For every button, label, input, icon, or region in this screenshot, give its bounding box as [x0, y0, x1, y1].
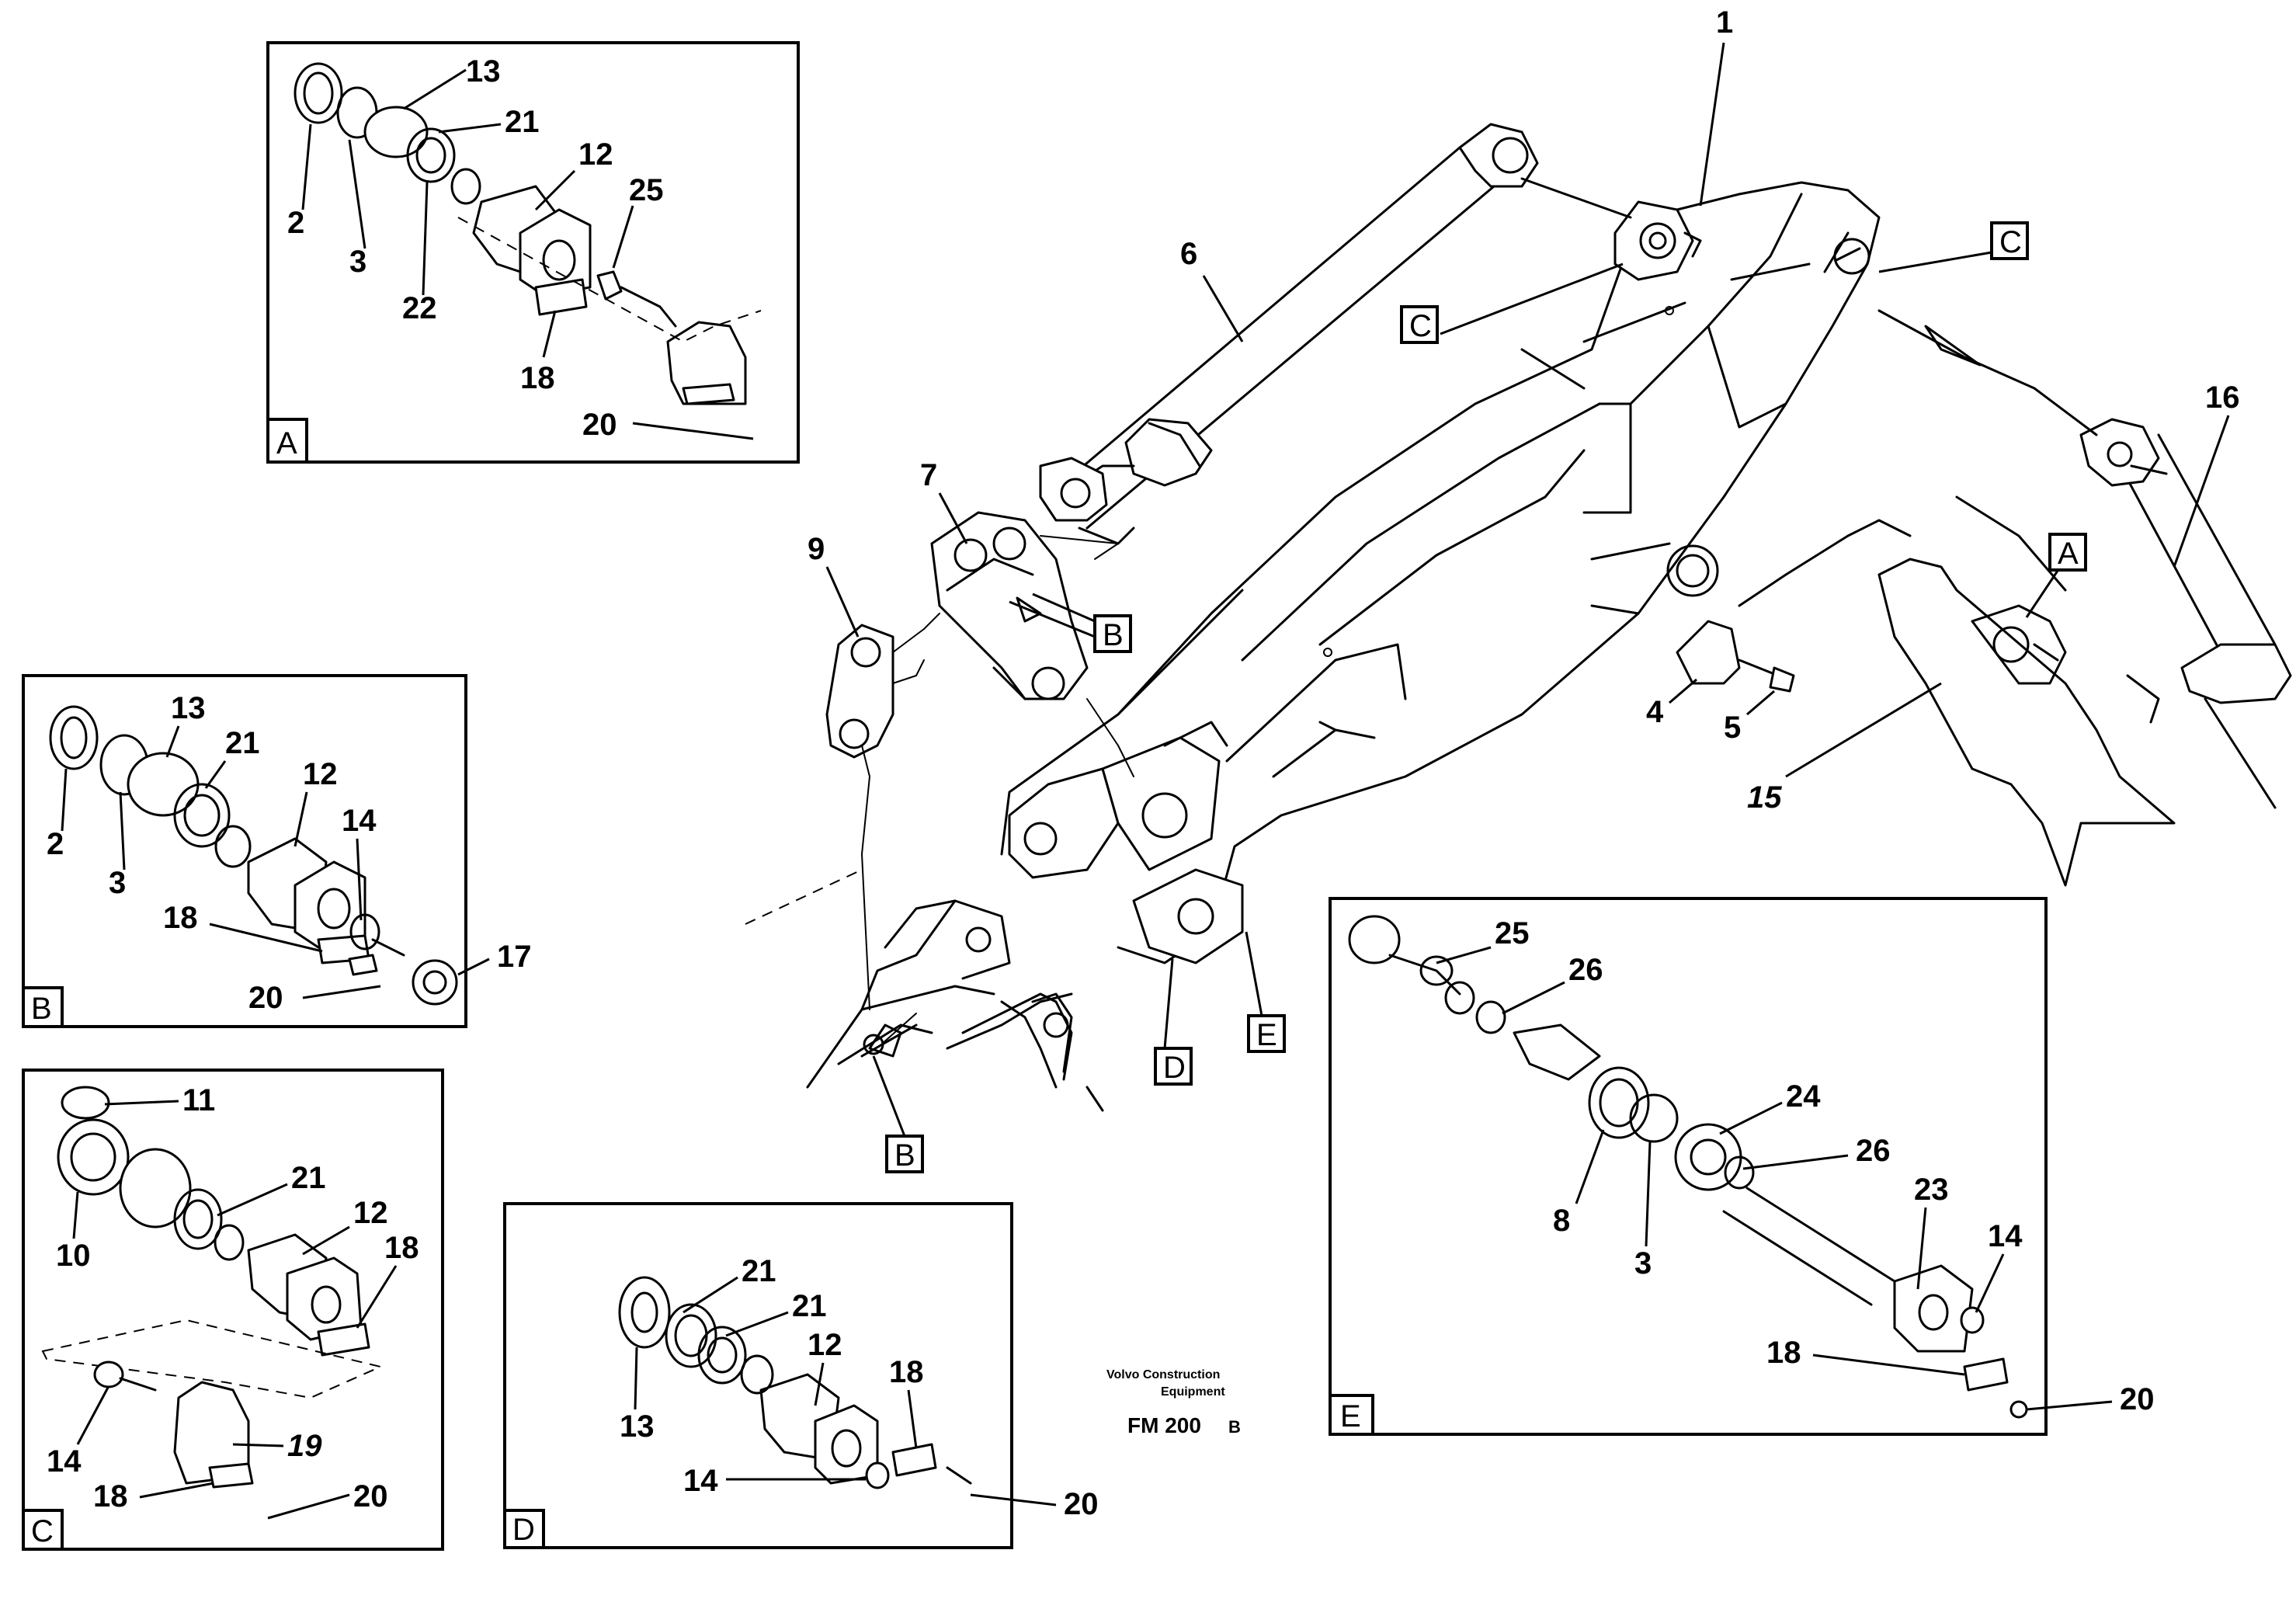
callout-b-link: B [1009, 593, 1132, 653]
part-label: 15 [1747, 780, 1782, 815]
part-label: 11 [182, 1083, 215, 1117]
main-assembly [745, 123, 2292, 1112]
boom [1000, 181, 1881, 964]
part-label: 23 [1914, 1173, 1949, 1207]
part-label: 8 [1553, 1204, 1570, 1238]
part-label: 14 [47, 1444, 82, 1479]
callout-a: A [2025, 533, 2087, 618]
part-label: 18 [520, 361, 555, 395]
link-7 [930, 511, 1089, 700]
svg-text:E: E [1256, 1018, 1277, 1052]
inset-b: B [22, 674, 467, 1028]
part-label: 12 [808, 1328, 842, 1362]
part-label: 22 [402, 291, 437, 325]
part-label: 21 [792, 1289, 827, 1323]
part-label: 18 [93, 1479, 128, 1513]
part-label: 26 [1568, 953, 1603, 987]
part-label: 14 [342, 804, 377, 838]
part-label: 21 [742, 1254, 776, 1288]
part-label: 12 [353, 1196, 388, 1230]
inset-d: D [503, 1202, 1013, 1549]
part-label: 17 [497, 940, 532, 974]
part-label: 2 [47, 827, 64, 861]
part-label: 18 [889, 1355, 924, 1389]
part-label: 18 [1766, 1336, 1801, 1370]
part-label: 6 [1180, 237, 1197, 271]
part-label: 13 [620, 1409, 655, 1444]
part-label: 10 [56, 1239, 91, 1273]
part-label: 20 [582, 408, 617, 442]
cylinder-16 [1877, 309, 2292, 809]
bracket-15 [1738, 495, 2176, 887]
part-label: 18 [163, 901, 198, 935]
part-label: 7 [920, 458, 937, 492]
part-label: 25 [1495, 916, 1530, 950]
part-label: 2 [287, 206, 304, 240]
part-label: 20 [2120, 1382, 2155, 1416]
cylinder-6 [1039, 123, 1632, 545]
inset-letter: A [276, 426, 297, 460]
inset-e: E [1329, 897, 2048, 1436]
svg-text:D: D [1163, 1051, 1186, 1085]
part-label: 3 [349, 245, 366, 279]
caption-company: Volvo Construction [1106, 1368, 1220, 1381]
plate-4 [1676, 620, 1795, 693]
svg-text:B: B [894, 1138, 915, 1173]
part-label: 13 [171, 691, 206, 725]
part-label: 24 [1786, 1079, 1821, 1114]
inset-c: C [22, 1069, 444, 1551]
svg-text:A: A [2058, 537, 2079, 571]
part-label: 12 [578, 137, 613, 172]
part-label: 3 [1634, 1246, 1652, 1281]
part-label: 16 [2205, 381, 2240, 415]
part-label: 20 [353, 1479, 388, 1513]
bucket [745, 745, 1104, 1112]
callout-b-bucket: B [872, 1055, 924, 1173]
part-label: 21 [291, 1161, 326, 1195]
part-label: 9 [808, 532, 825, 566]
inset-letter: B [31, 992, 52, 1026]
inset-letter: E [1340, 1399, 1361, 1434]
part-label: 12 [303, 757, 338, 791]
part-label: 20 [1064, 1487, 1099, 1521]
caption: Volvo Construction Equipment FM 200 B [1106, 1368, 1241, 1437]
callout-e: E [1245, 931, 1286, 1053]
part-label: 21 [505, 105, 540, 139]
link-9 [825, 624, 925, 759]
part-label: 21 [225, 726, 260, 760]
svg-text:C: C [1409, 309, 1432, 343]
svg-text:B: B [1103, 618, 1124, 652]
part-label: 5 [1724, 711, 1741, 745]
caption-company-sub: Equipment [1161, 1385, 1225, 1399]
part-label: 18 [384, 1231, 419, 1265]
part-label: 4 [1646, 695, 1664, 729]
part-label: 26 [1856, 1134, 1891, 1168]
callout-c-right: C [1878, 221, 2029, 273]
callout-d: D [1154, 958, 1193, 1086]
part-label: 3 [109, 866, 126, 900]
part-label: 20 [248, 981, 283, 1015]
part-label: 14 [683, 1464, 718, 1498]
caption-code: FM 200 [1127, 1413, 1201, 1437]
caption-code-suffix: B [1228, 1417, 1241, 1437]
inset-letter: D [512, 1513, 535, 1547]
part-label: 1 [1716, 5, 1733, 40]
part-label: 13 [466, 54, 501, 89]
callout-c-left: C [1400, 262, 1624, 344]
inset-a: A [266, 41, 800, 464]
inset-letter: C [31, 1514, 54, 1548]
part-label: 19 [287, 1429, 322, 1463]
svg-text:C: C [1999, 225, 2022, 259]
part-label: 25 [629, 173, 664, 207]
part-label: 14 [1988, 1219, 2023, 1253]
